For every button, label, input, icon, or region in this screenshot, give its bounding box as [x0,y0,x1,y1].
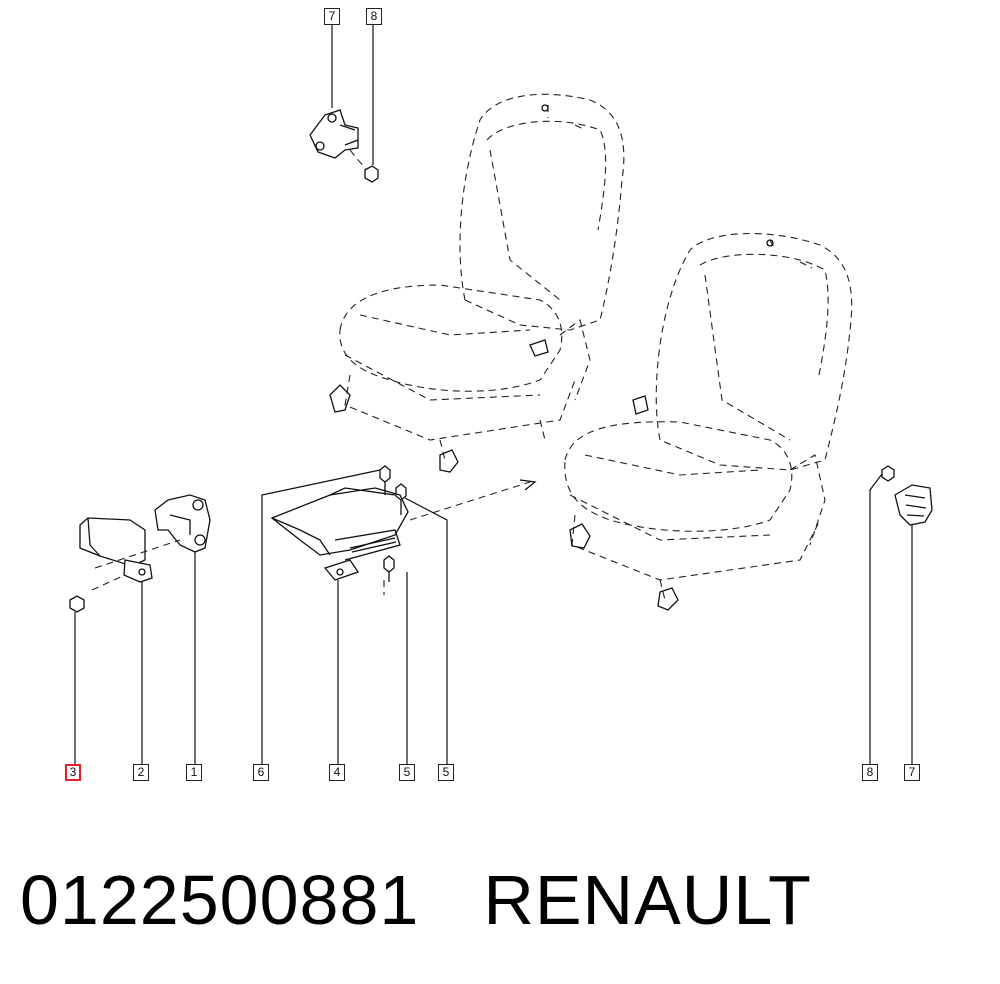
callout-2[interactable]: 2 [133,764,149,781]
callout-7-top[interactable]: 7 [324,8,340,25]
brand-name: RENAULT [483,861,812,939]
callout-8-top[interactable]: 8 [366,8,382,25]
callout-1[interactable]: 1 [186,764,202,781]
part-number: 0122500881 [20,861,420,939]
callout-5-left[interactable]: 5 [399,764,415,781]
callout-5-right[interactable]: 5 [438,764,454,781]
front-seat-right [564,233,853,611]
callout-7-bottom[interactable]: 7 [904,764,920,781]
airbag-ecu-module [270,465,537,595]
front-seat-left [329,93,625,473]
leader-lines [74,25,913,764]
callout-6[interactable]: 6 [253,764,269,781]
top-bracket-assembly [309,109,379,183]
callout-3-selected[interactable]: 3 [65,764,81,781]
callout-8-bottom[interactable]: 8 [862,764,878,781]
left-bracket-assembly [69,494,211,613]
callout-4[interactable]: 4 [329,764,345,781]
part-footer: 0122500881 RENAULT [20,860,812,950]
right-side-sensor [881,465,933,526]
